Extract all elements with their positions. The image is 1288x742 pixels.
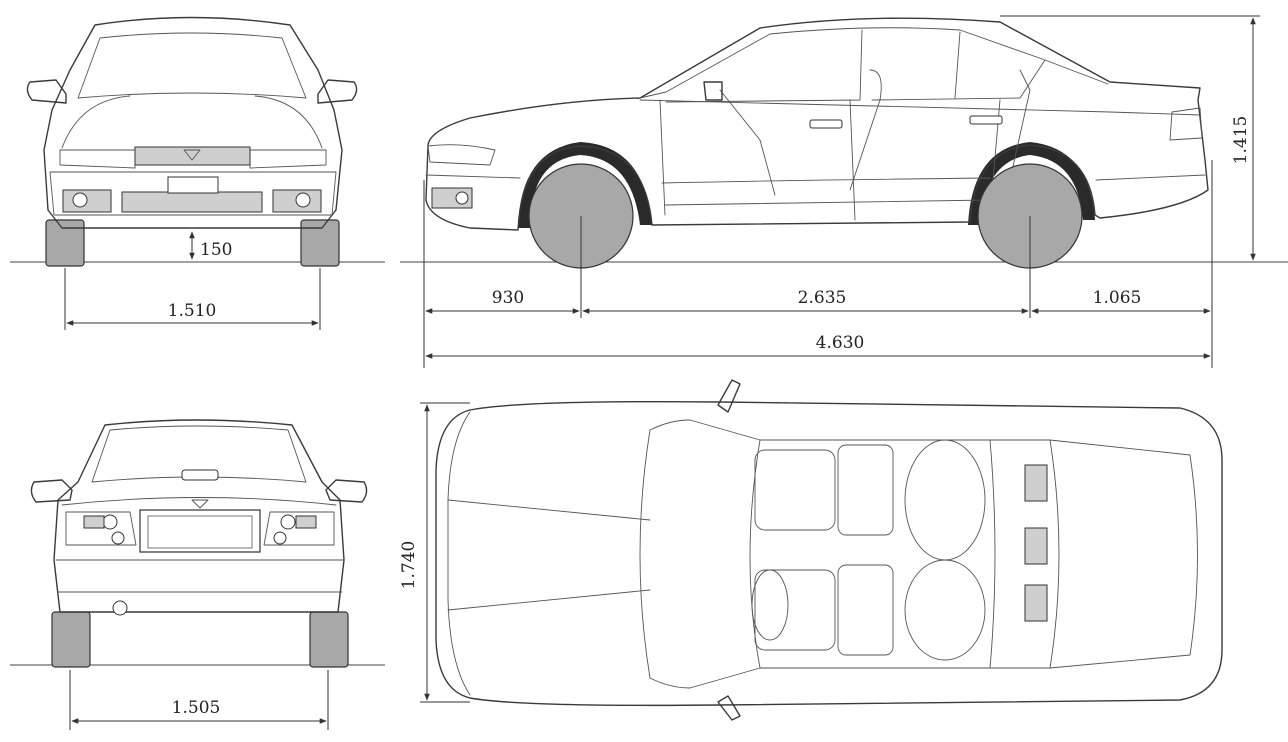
wheelbase-label: 2.635 — [798, 288, 847, 308]
overall-length-label: 4.630 — [816, 333, 865, 353]
front-track-label: 1.510 — [168, 301, 217, 321]
top-view: 1.740 — [399, 379, 1223, 721]
ground-clearance-label: 150 — [200, 240, 232, 260]
height-label: 1.415 — [1231, 116, 1251, 165]
front-overhang-label: 930 — [492, 288, 524, 308]
width-label: 1.740 — [399, 541, 419, 590]
side-view: 930 2.635 1.065 4.630 1.415 — [400, 15, 1288, 368]
rear-view: 1.505 — [10, 419, 385, 730]
rear-track-label: 1.505 — [172, 698, 221, 718]
front-view: 150 1.510 — [10, 16, 385, 330]
rear-overhang-label: 1.065 — [1093, 288, 1142, 308]
